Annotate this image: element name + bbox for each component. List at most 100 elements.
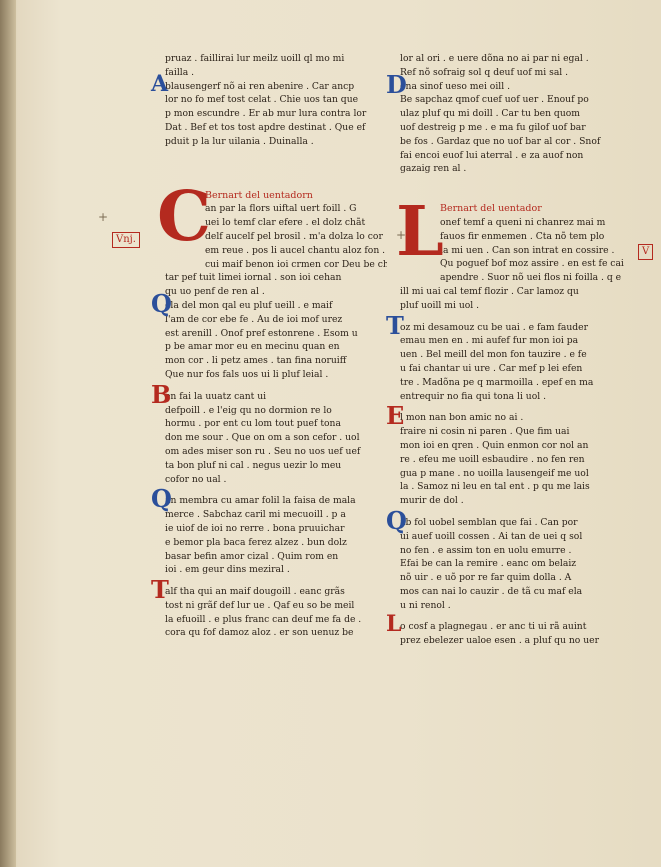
left-stanza-1-lines: blausengerf nõ ai ren abenire . Car ancp… <box>165 80 387 149</box>
text-line: entrequir no fia qui tona li uol . <box>400 390 547 402</box>
left-rubric: Bernart del uentadorn <box>205 189 313 201</box>
text-line: oz mi desamouz cu be uai . e fam fauder <box>400 321 588 333</box>
right-stanza-5: Q ab fol uobel semblan que fai . Can por… <box>386 509 636 613</box>
blue-initial: Q <box>386 505 407 535</box>
text-line: an membra cu amar folil la faisa de mala <box>165 495 356 507</box>
text-line: Dat . Bef et tos tost apdre destinat . Q… <box>165 121 366 133</box>
text-line: qu uo penf de ren al . <box>165 286 265 298</box>
right-stanza-2: L Bernart del uentador onef temf a queni… <box>396 198 636 313</box>
left-stanza-6-lines: alf tha qui an maif dougoill . eanc grãs… <box>165 585 387 640</box>
right-stanza-4: E l mon nan bon amic no ai . fraire ni co… <box>386 404 636 508</box>
text-line: en fai la uuatz cant ui <box>165 390 267 402</box>
text-line: la . Samoz ni leu en tal ent . p qu me l… <box>400 481 590 493</box>
text-line: mon ioi en qren . Quin enmon cor nol an <box>400 439 589 451</box>
text-line: apendre . Suor nõ uei flos ni foilla . q… <box>440 272 622 284</box>
left-stanza-3: Q ela del mon qal eu pluf ueill . e maif… <box>151 292 387 382</box>
text-line: cora qu fof damoz aloz . er son uenuz be <box>165 627 354 639</box>
text-line: alf tha qui an maif dougoill . eanc grãs <box>165 586 345 598</box>
right-stanza-6: L o cosf a plagnegau . er anc ti ui rã a… <box>386 614 636 648</box>
text-line: em reue . pos li aucel chantu aloz fon .… <box>205 244 387 256</box>
text-line: pduit p la lur uilania . Duinalla . <box>165 135 314 147</box>
text-line: Be sapchaz qmof cuef uof uer . Enouf po <box>400 94 589 106</box>
text-line: Ref nõ sofraig sol q deuf uof mi sal . <box>400 66 569 78</box>
text-line: onef temf a queni ni chanrez mai m <box>440 216 606 228</box>
text-line: uen . Bel meill del mon fon tauzire . e … <box>400 349 587 361</box>
text-line: murir de dol . <box>400 495 464 507</box>
text-line: emau men en . mi aufef fur mon ioi pa <box>400 335 579 347</box>
text-line: Qu poguef bof moz assire . en est fe cai <box>440 258 624 270</box>
text-line: failla . <box>165 66 195 78</box>
blue-initial: Q <box>151 484 172 514</box>
text-line: la mi uen . Can son intrat en cossire . <box>440 244 615 256</box>
left-stanza-5-lines: an membra cu amar folil la faisa de mala… <box>165 494 387 577</box>
right-rubric: Bernart del uentador <box>440 203 542 215</box>
text-line: no fen . e assim ton en uolu emurre . <box>400 544 572 556</box>
red-large-initial: C <box>157 176 212 257</box>
binding-gutter <box>0 0 16 867</box>
left-stanza-4: B en fai la uuatz cant ui defpoill . e l'… <box>151 382 387 487</box>
text-line: merce . Sabchaz caril mi mecuoill . p a <box>165 509 346 521</box>
text-line: e bemor pla baca ferez alzez . bun dolz <box>165 536 347 548</box>
text-line: est arenill . Onof pref estonrene . Esom… <box>165 327 358 339</box>
right-stanza-3: T oz mi desamouz cu be uai . e fam faude… <box>386 313 636 404</box>
text-line: gazaig ren al . <box>400 163 467 175</box>
left-stanza-4-lines: en fai la uuatz cant ui defpoill . e l'ei… <box>165 390 387 487</box>
text-line: defpoill . e l'eig qu no dormion re lo <box>165 404 332 416</box>
text-line: fraire ni cosin ni paren . Que fim uai <box>400 426 570 438</box>
text-line: delf aucelf pel brosil . m'a dolza lo co… <box>205 230 383 242</box>
text-line: fai encoi euof lui aterral . e za auof n… <box>400 149 584 161</box>
text-line: lor al ori . e uere dõna no ai par ni eg… <box>400 53 589 64</box>
left-stanza-5: Q an membra cu amar folil la faisa de ma… <box>151 487 387 577</box>
text-line: tre . Madõna pe q marmoilla . epef en ma <box>400 376 594 388</box>
right-stanza-1: D õna sinof ueso mei oill .Be sapchaz qm… <box>386 72 636 177</box>
text-line: p mon escundre . Er ab mur lura contra l… <box>165 108 367 120</box>
text-line: ill mi uai cal temf flozir . Car lamoz q… <box>400 285 579 297</box>
text-line: pluf uoill mi uol . <box>400 299 480 311</box>
text-line: mon cor . li petz ames . tan fina noruif… <box>165 355 347 367</box>
right-stanza-1-lines: õna sinof ueso mei oill . Be sapchaz qmof… <box>400 80 636 177</box>
left-stanza-0: pruaz . faillirai lur meilz uoill ql mo … <box>165 52 387 80</box>
right-stanza-3-lines: oz mi desamouz cu be uai . e fam fauder e… <box>400 321 636 404</box>
red-initial: E <box>386 401 405 431</box>
text-line: ui auef uoill cossen . Ai tan de uei q s… <box>400 530 583 542</box>
text-line: om ades miser son ru . Seu no uos uef ue… <box>165 445 361 457</box>
text-line: blausengerf nõ ai ren abenire . Car ancp <box>165 80 355 92</box>
text-line: don me sour . Que on om a son cefor . uo… <box>165 432 360 444</box>
red-initial: L <box>386 611 402 638</box>
left-stanza-1: A blausengerf nõ ai ren abenire . Car an… <box>151 73 387 149</box>
text-line: l mon nan bon amic no ai . <box>400 412 524 424</box>
blue-initial: Q <box>151 288 172 318</box>
left-column: pruaz . faillirai lur meilz uoill ql mo … <box>151 52 387 640</box>
red-initial: B <box>151 379 172 409</box>
text-line: mos can nai lo cauzir . de tã cu maf ela <box>400 585 583 597</box>
text-line: re . efeu me uoill esbaudire . no fen re… <box>400 453 585 465</box>
text-line: prez ebelezer ualoe esen . a pluf qu no … <box>400 635 599 647</box>
text-line: o cosf a plagnegau . er anc ti ui rã aui… <box>400 621 587 633</box>
text-line: ie uiof de ioi no rerre . bona pruuichar <box>165 522 345 534</box>
text-line: ta bon pluf ni cal . negus uezir lo meu <box>165 459 342 471</box>
red-large-initial: L <box>396 192 444 273</box>
text-line: uei lo temf clar efere . el dolz chãt <box>205 217 366 229</box>
right-stanza-4-lines: l mon nan bon amic no ai . fraire ni cosi… <box>400 411 636 508</box>
text-line: ab fol uobel semblan que fai . Can por <box>400 516 578 528</box>
left-stanza-2: C Bernart del uentadorn an par la flors … <box>157 183 387 299</box>
text-line: gua p mane . no uoilla lausengeif me uol <box>400 467 589 479</box>
right-column: lor al ori . e uere dõna no ai par ni eg… <box>386 52 636 648</box>
text-line: Que nur fos fals uos ui li pluf leial . <box>165 368 329 380</box>
text-line: ulaz pluf qu mi doill . Car tu ben quom <box>400 108 580 120</box>
text-line: u ni renol . <box>400 599 451 611</box>
text-line: õna sinof ueso mei oill . <box>400 80 510 92</box>
text-line: lor no fo mef tost celat . Chie uos tan … <box>165 94 359 106</box>
text-line: cofor no ual . <box>165 473 227 485</box>
text-line: pruaz . faillirai lur meilz uoill ql mo … <box>165 53 345 64</box>
text-line: ela del mon qal eu pluf ueill . e maif <box>165 299 333 311</box>
text-line: p be amar mor eu en mecinu quan en <box>165 341 340 353</box>
blue-initial: A <box>151 70 169 97</box>
text-line: Efai be can la remire . eanc om belaiz <box>400 558 577 570</box>
blue-initial: T <box>386 310 404 340</box>
left-stanza-6: T alf tha qui an maif dougoill . eanc gr… <box>151 578 387 640</box>
